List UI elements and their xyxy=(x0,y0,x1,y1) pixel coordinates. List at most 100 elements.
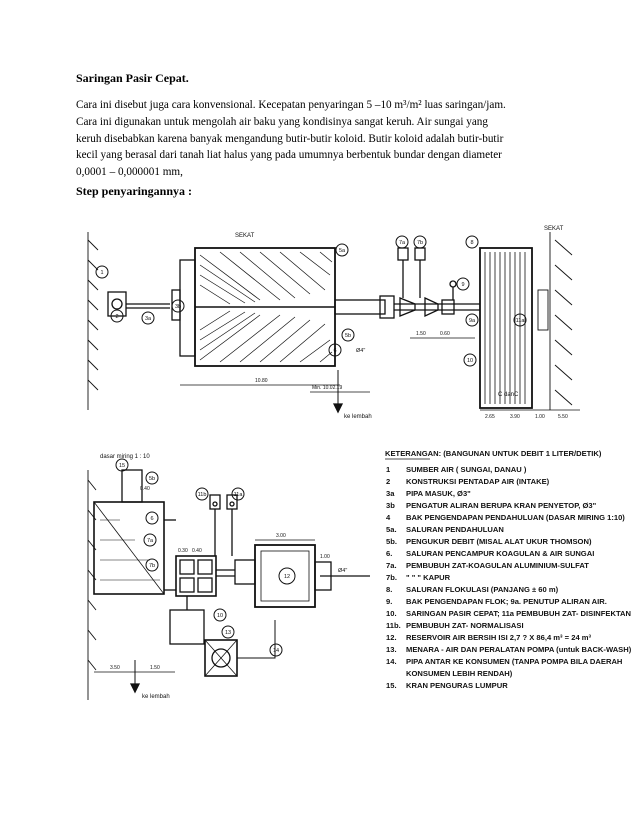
legend-number: 6. xyxy=(386,549,392,558)
callout-label: 7a xyxy=(147,538,154,544)
callout-label: 5a xyxy=(339,248,346,254)
dimension-label: 3.00 xyxy=(276,533,286,539)
callout-label: 10 xyxy=(217,613,223,619)
legend-number: 12. xyxy=(386,633,397,642)
dimension-label: 0.60 xyxy=(440,331,450,337)
callout-label: 8 xyxy=(470,240,473,246)
legend-number: 7b. xyxy=(386,573,397,582)
legend-number: 3b xyxy=(386,501,395,510)
legend-number: 5b. xyxy=(386,537,397,546)
bottom-section-view: 11b 11a 12 13 14 15 5b 6 7a 7b 10 dasar … xyxy=(87,454,370,700)
legend-text: BAK PENGENDAPAN PENDAHULUAN (DASAR MIRIN… xyxy=(406,513,625,522)
legend-text: BAK PENGENDAPAN FLOK; 9a. PENUTUP ALIRAN… xyxy=(406,597,607,606)
sekat-label: SEKAT xyxy=(235,233,255,239)
callout-label: 11b xyxy=(198,492,207,498)
callout-label: 9 xyxy=(461,282,464,288)
section-title: Saringan Pasir Cepat. xyxy=(76,71,189,85)
top-callout-labels: 1 2 3a 3b 5a 5b 6 7a 7b 8 9 9a 10 11a xyxy=(100,240,525,364)
callout-label: 3b xyxy=(175,304,181,310)
callout-label: 6 xyxy=(333,348,336,354)
legend-text: PIPA MASUK, Ø3" xyxy=(406,489,471,498)
legend-number: 11b. xyxy=(386,621,401,630)
callout-label: 7b xyxy=(417,240,423,246)
dimension-label: 0.40 xyxy=(192,548,202,554)
ground-hatch-left xyxy=(87,232,99,410)
callout-label: 6 xyxy=(150,516,153,522)
dimension-label: 1.50 xyxy=(150,665,160,671)
ke-lembah-label: ke lembah xyxy=(344,414,372,420)
legend-number: 5a. xyxy=(386,525,397,534)
callout-label: 3a xyxy=(145,316,152,322)
rapid-sand-filter xyxy=(175,555,217,597)
top-dimension-labels: SEKAT SEKAT ke lembah C danC 10.80 Min. … xyxy=(235,226,568,420)
legend-number: 13. xyxy=(386,645,397,654)
legend-number: 3a xyxy=(386,489,395,498)
legend-text: MENARA - AIR DAN PERALATAN POMPA (untuk … xyxy=(406,645,632,654)
paragraph-line: keruh disebabkan karena banyak mengandun… xyxy=(76,132,504,145)
legend-title: KETERANGAN: (BANGUNAN UNTUK DEBIT 1 LITE… xyxy=(385,449,602,458)
dimension-label: 1.00 xyxy=(320,554,330,560)
legend-number: 2 xyxy=(386,477,390,486)
disinfectant-dosing xyxy=(209,494,238,556)
legend-text: SUMBER AIR ( SUNGAI, DANAU ) xyxy=(406,465,527,474)
legend-text: KRAN PENGURAS LUMPUR xyxy=(406,681,508,690)
legend-number: 15. xyxy=(386,681,397,690)
legend-number: 7a. xyxy=(386,561,397,570)
legend-number: 14. xyxy=(386,657,397,666)
flocculation-channel xyxy=(479,247,533,409)
dimension-label: 3.90 xyxy=(510,414,520,420)
bottom-ground-hatch xyxy=(87,470,97,700)
pipe-diameter-label: Ø4" xyxy=(338,568,347,574)
legend-text: SARINGAN PASIR CEPAT; 11a PEMBUBUH ZAT- … xyxy=(406,609,631,618)
callout-label: 12 xyxy=(284,574,290,580)
intake-box xyxy=(107,291,127,317)
callout-label: 5b xyxy=(345,333,351,339)
callout-label: 7b xyxy=(149,563,155,569)
dimension-label: 0.40 xyxy=(140,486,150,492)
dimension-label: 3.50 xyxy=(110,665,120,671)
paragraph-line: kecil yang berasal dari tanah liat halus… xyxy=(76,149,502,162)
ke-lembah-label: ke lembah xyxy=(142,694,170,700)
callout-label: 1 xyxy=(100,270,103,276)
legend-text: PIPA ANTAR KE KONSUMEN (TANPA POMPA BILA… xyxy=(406,657,622,666)
ground-hatch-right xyxy=(537,232,573,410)
top-plan-view: 1 2 3a 3b 5a 5b 6 7a 7b 8 9 9a 10 11a SE… xyxy=(87,226,580,420)
bottom-callout-labels: 11b 11a 12 13 14 15 5b 6 7a 7b 10 xyxy=(119,463,290,654)
legend-number: 1 xyxy=(386,465,391,474)
callout-label: 15 xyxy=(119,463,125,469)
legend-text: KONSUMEN LEBIH RENDAH) xyxy=(406,669,513,678)
dimension-label: 1.50 xyxy=(416,331,426,337)
legend-text: SALURAN PENDAHULUAN xyxy=(406,525,504,534)
legend-text: SALURAN FLOKULASI (PANJANG ± 60 m) xyxy=(406,585,559,594)
legend-text: " " " KAPUR xyxy=(406,573,451,582)
callout-label: 10 xyxy=(467,358,473,364)
bottom-dimension-labels: dasar miring 1 : 10 ke lembah 3.50 1.50 … xyxy=(100,454,347,700)
legend-text: PENGUKUR DEBIT (MISAL ALAT UKUR THOMSON) xyxy=(406,537,592,546)
dimension-label: 1.00 xyxy=(535,414,545,420)
callout-label: 9a xyxy=(469,318,476,324)
dimension-label: Min. 10.02.19 xyxy=(312,385,343,391)
callout-label: 11a xyxy=(516,318,526,324)
dimension-label: 5.50 xyxy=(558,414,568,420)
legend-number: 9. xyxy=(386,597,392,606)
callout-label: 2 xyxy=(115,314,118,320)
sekat-label: SEKAT xyxy=(544,226,564,232)
legend-text: SALURAN PENCAMPUR KOAGULAN & AIR SUNGAI xyxy=(406,549,594,558)
slope-label: dasar miring 1 : 10 xyxy=(100,454,150,460)
callout-label: 11a xyxy=(234,492,244,498)
callout-label: 7a xyxy=(399,240,406,246)
legend-text: PENGATUR ALIRAN BERUPA KRAN PENYETOP, Ø3… xyxy=(406,501,597,510)
bottom-callout-circles xyxy=(115,458,296,657)
legend-number: 4 xyxy=(386,513,391,522)
legend-number: 8. xyxy=(386,585,392,594)
callout-label: 5b xyxy=(149,476,155,482)
dimension-label: 0.30 xyxy=(178,548,188,554)
dimension-label: 10.80 xyxy=(255,378,268,384)
basin-hatch xyxy=(199,251,333,363)
legend-text: KONSTRUKSI PENTADAP AIR (INTAKE) xyxy=(406,477,550,486)
dimension-label: 2.65 xyxy=(485,414,495,420)
c-danc-label: C danC xyxy=(498,392,519,398)
callout-label: 13 xyxy=(225,630,231,636)
top-callout-circles xyxy=(95,235,527,367)
